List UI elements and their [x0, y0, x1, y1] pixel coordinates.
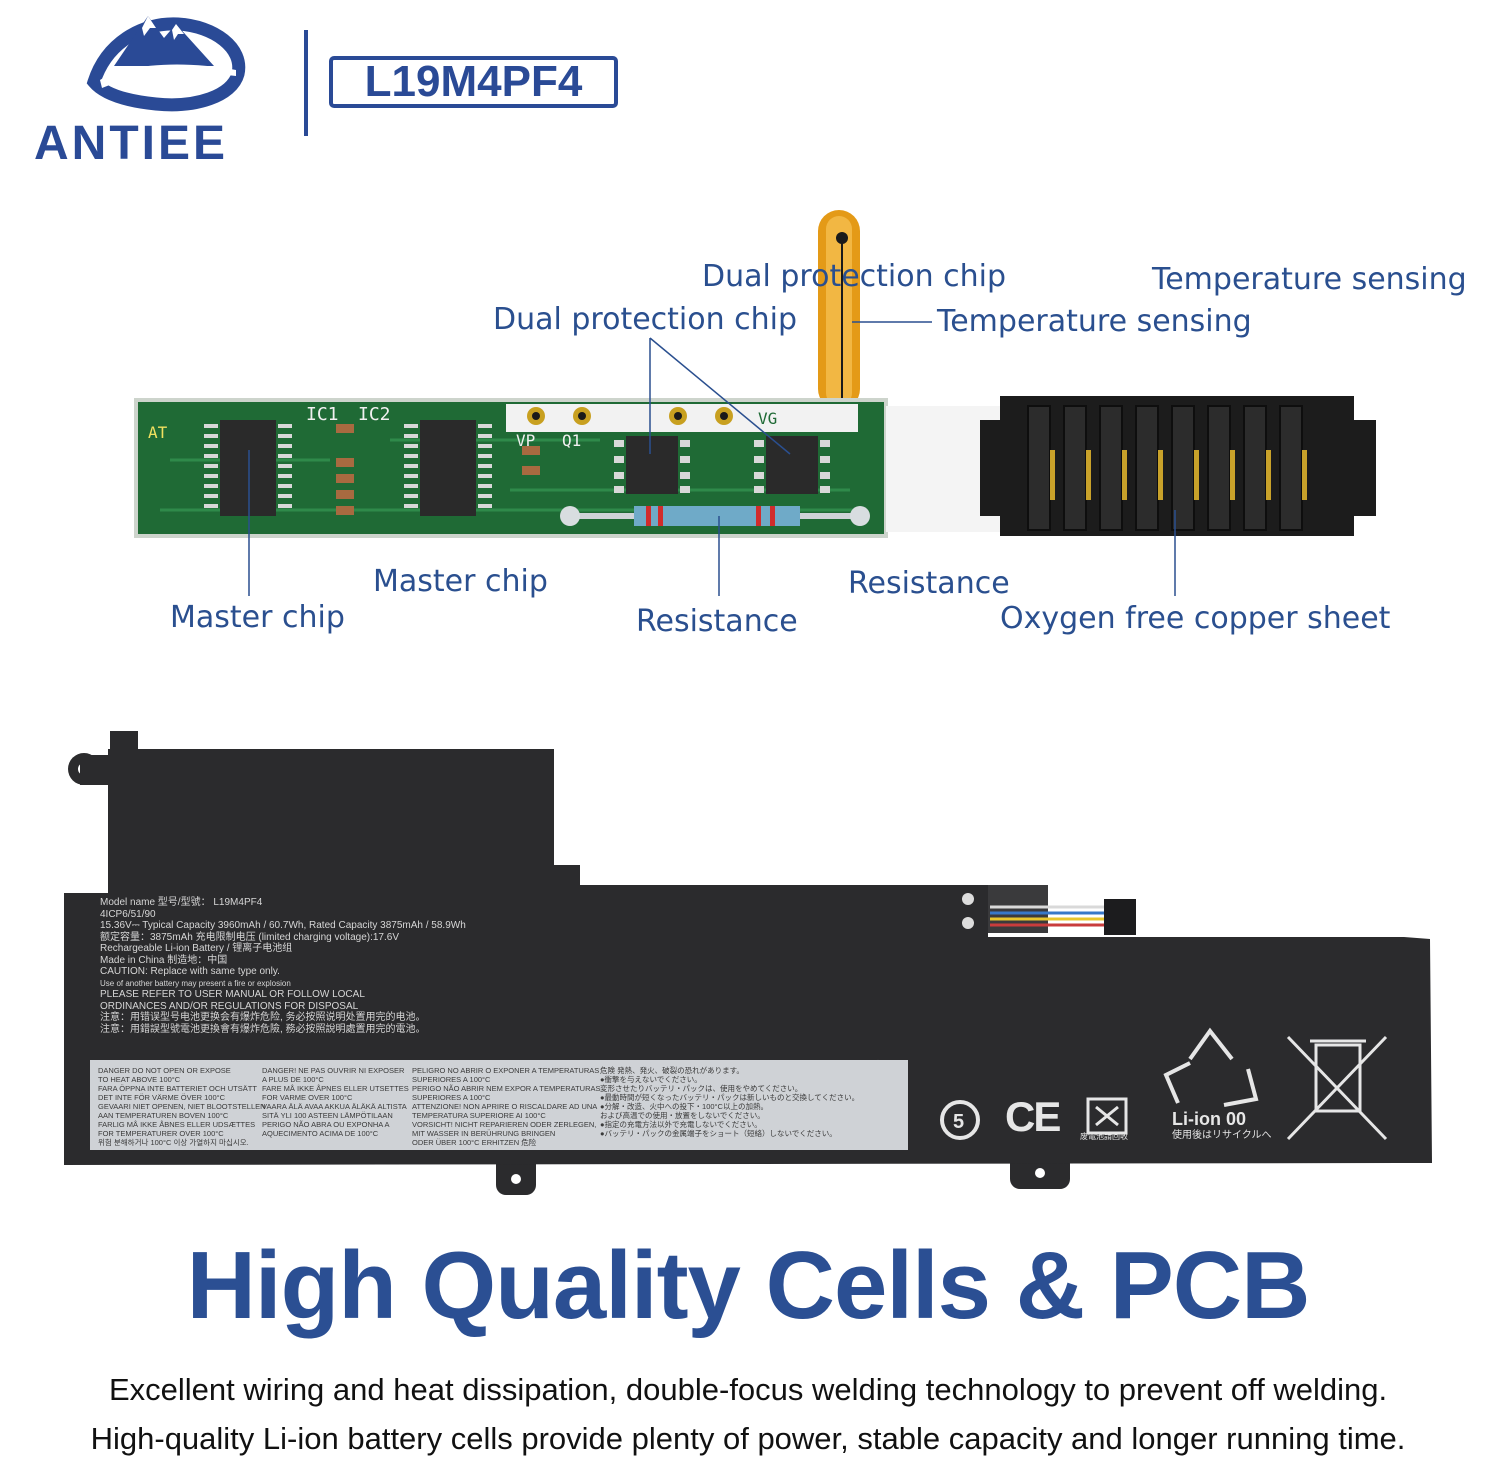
headline: High Quality Cells & PCB	[186, 1232, 1311, 1339]
description-line-2: High-quality Li-ion battery cells provid…	[90, 1421, 1406, 1456]
callout-master-chip: Master chip	[170, 600, 345, 635]
ce-mark: CE	[1005, 1093, 1061, 1140]
warning-column-1: DANGER DO NOT OPEN OR EXPOSE TO HEAT ABO…	[98, 1066, 266, 1147]
spec-notice-line-1: 注意：用错误型号电池更换会有爆炸危险, 务必按照说明处置用完的电池。	[100, 1012, 426, 1023]
callout-resistance-upper: Resistance	[848, 566, 1010, 601]
pcb-label-q1: Q1	[562, 431, 581, 450]
pcb-label-ic1: IC1	[306, 404, 339, 425]
spec-capacity-line: 15.36V⎓ Typical Capacity 3960mAh / 60.7W…	[100, 920, 466, 931]
pcb-label-vp: VP	[516, 431, 535, 450]
callout-dual-protection-chip: Dual protection chip	[493, 302, 798, 337]
model-badge: L19M4PF4	[329, 56, 618, 108]
pcb-label-ic2: IC2	[358, 404, 391, 425]
spec-disposal-line-1: PLEASE REFER TO USER MANUAL OR FOLLOW LO…	[100, 989, 365, 1000]
spec-type-line: Rechargeable Li-ion Battery / 锂离子电池组	[100, 943, 293, 954]
spec-origin-line: Made in China 制造地：中国	[100, 954, 228, 966]
spec-caution-sub-line: Use of another battery may present a fir…	[100, 978, 291, 988]
recycle-caption: 废電池請回收	[1080, 1132, 1128, 1141]
callout-temperature-sensing-upper: Temperature sensing	[1152, 262, 1467, 297]
brand-logo-icon	[86, 16, 246, 112]
callout-temperature-sensing: Temperature sensing	[937, 304, 1252, 339]
liion-recycle-subtext: 使用後はリサイクルへ	[1172, 1130, 1272, 1141]
battery-spec-label: Model name 型号/型號： L19M4PF4 4ICP6/51/90 1…	[100, 897, 520, 1035]
liion-recycle-mark: Li-ion 00	[1172, 1109, 1247, 1129]
spec-disposal-line-2: ORDINANCES AND/OR REGULATIONS FOR DISPOS…	[100, 1000, 359, 1012]
header-divider	[304, 30, 308, 136]
callout-oxygen-free-copper-sheet: Oxygen free copper sheet	[1000, 601, 1391, 636]
svg-text:5: 5	[953, 1111, 964, 1133]
warning-column-4: 危険 発熱、発火、破裂の恐れがあります。 ●衝撃を与えないでください。 変形させ…	[600, 1066, 860, 1138]
spec-cell-line: 4ICP6/51/90	[100, 908, 156, 920]
pcb-label-vg: VG	[758, 409, 777, 428]
callout-master-chip-upper: Master chip	[373, 564, 548, 599]
warning-column-2: DANGER! NE PAS OUVRIR NI EXPOSER A PLUS …	[262, 1066, 409, 1138]
spec-model-line: Model name 型号/型號： L19M4PF4	[100, 897, 263, 908]
pcb-label-at: AT	[148, 423, 168, 442]
spec-rated-line: 额定容量：3875mAh 充电限制电压 (limited charging vo…	[100, 931, 399, 943]
battery-warning-panel: DANGER DO NOT OPEN OR EXPOSE TO HEAT ABO…	[90, 1060, 908, 1150]
callout-dual-protection-chip-upper: Dual protection chip	[702, 259, 1007, 294]
spec-caution-line: CAUTION: Replace with same type only.	[100, 966, 280, 977]
warning-column-3: PELIGRO NO ABRIR O EXPONER A TEMPERATURA…	[412, 1066, 601, 1147]
description-line-1: Excellent wiring and heat dissipation, d…	[108, 1372, 1388, 1407]
spec-notice-line-2: 注意：用錯誤型號電池更換會有爆炸危險, 務必按照說明處置用完的電池。	[100, 1023, 426, 1035]
callout-resistance: Resistance	[636, 604, 798, 639]
brand-name: ANTIEE	[34, 117, 229, 170]
